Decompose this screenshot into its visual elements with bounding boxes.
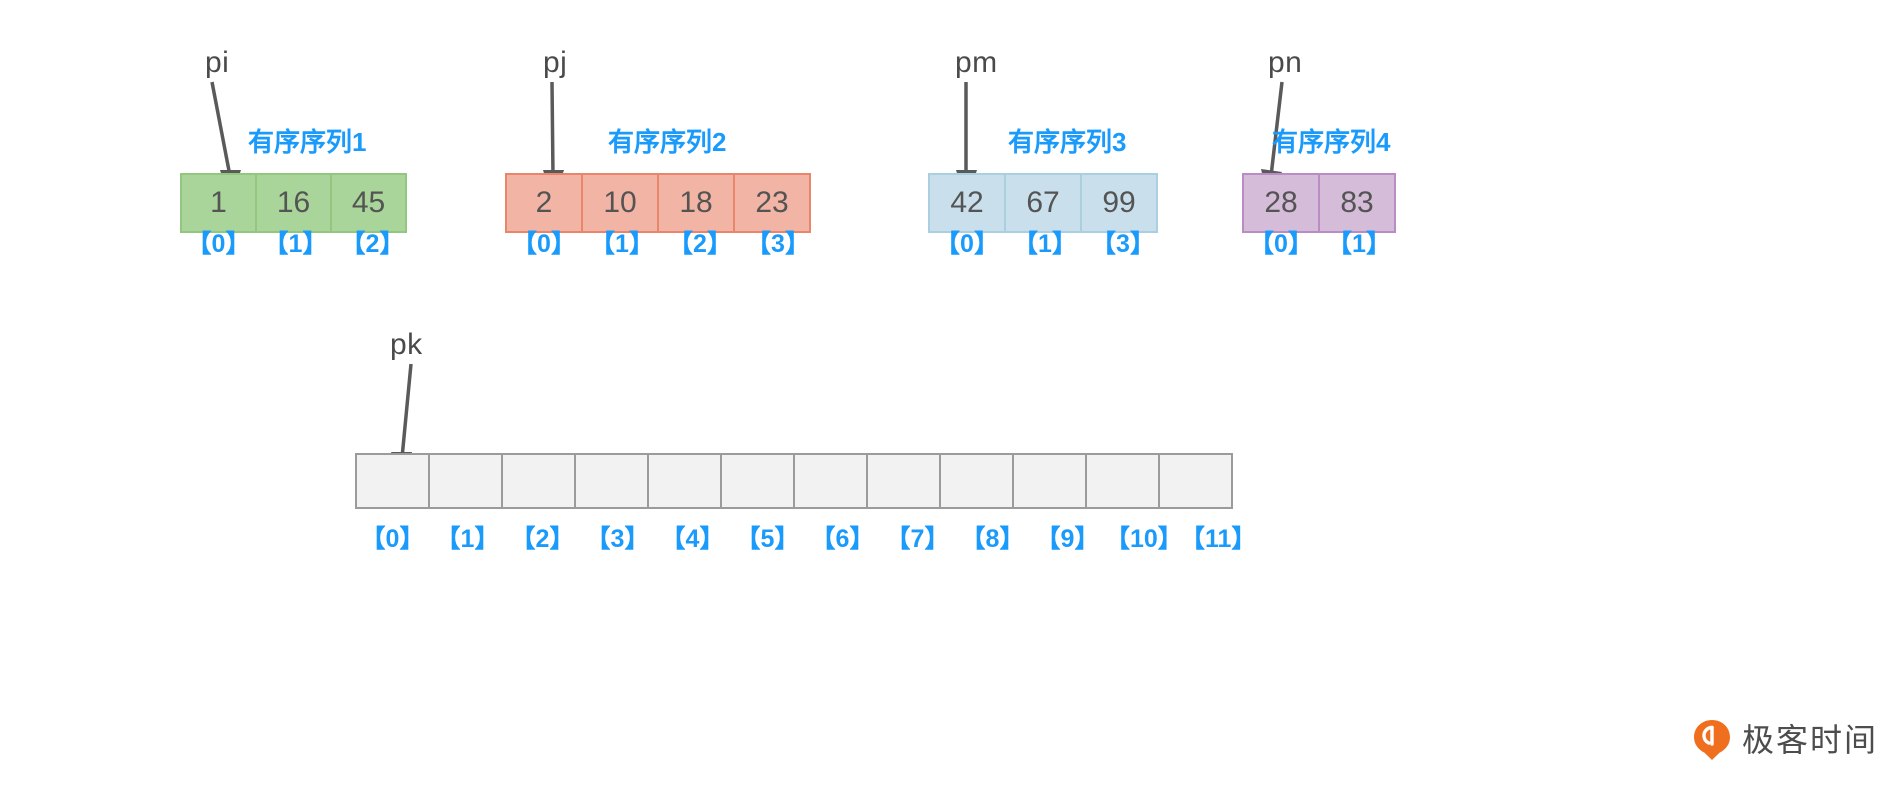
sequence-array-3: 42 67 99 bbox=[928, 173, 1158, 233]
sequence-title-4: 有序序列4 bbox=[1272, 127, 1391, 157]
index-label: 【1】 bbox=[1013, 230, 1077, 258]
index-row-3: 【0】 【1】 【3】 bbox=[928, 232, 1162, 257]
array-cell: 10 bbox=[581, 173, 659, 233]
index-label: 【1】 bbox=[590, 230, 654, 258]
index-label: 【9】 bbox=[1035, 525, 1100, 553]
array-cell: 23 bbox=[733, 173, 811, 233]
index-row-1: 【0】 【1】 【2】 bbox=[180, 232, 411, 257]
result-cell bbox=[939, 453, 1014, 509]
sequence-array-4: 28 83 bbox=[1242, 173, 1396, 233]
index-label: 【0】 bbox=[1249, 230, 1313, 258]
pointer-label-pk: pk bbox=[390, 328, 423, 361]
result-cell bbox=[866, 453, 941, 509]
result-cell bbox=[355, 453, 430, 509]
sequence-title-3: 有序序列3 bbox=[1008, 127, 1127, 157]
index-label: 【8】 bbox=[960, 525, 1025, 553]
sequence-array-1: 1 16 45 bbox=[180, 173, 407, 233]
index-label: 【3】 bbox=[1091, 230, 1155, 258]
result-cell bbox=[1012, 453, 1087, 509]
index-label: 【1】 bbox=[263, 230, 328, 258]
result-cell bbox=[720, 453, 795, 509]
array-cell: 28 bbox=[1242, 173, 1320, 233]
result-index-row: 【0】 【1】 【2】 【3】 【4】 【5】 【6】 【7】 【8】 【9】 … bbox=[355, 525, 1257, 553]
index-label: 【4】 bbox=[660, 525, 725, 553]
index-label: 【6】 bbox=[810, 525, 875, 553]
result-cell bbox=[428, 453, 503, 509]
index-label: 【1】 bbox=[435, 525, 500, 553]
array-cell: 18 bbox=[657, 173, 735, 233]
index-label: 【2】 bbox=[510, 525, 575, 553]
result-cell bbox=[1085, 453, 1160, 509]
geektime-logo-icon bbox=[1694, 720, 1730, 760]
sequence-title-2: 有序序列2 bbox=[608, 127, 727, 157]
result-cell bbox=[793, 453, 868, 509]
index-label: 【2】 bbox=[668, 230, 732, 258]
result-cell bbox=[647, 453, 722, 509]
index-label: 【1】 bbox=[1327, 230, 1391, 258]
pointer-label-pn: pn bbox=[1268, 46, 1303, 79]
index-label: 【3】 bbox=[746, 230, 810, 258]
index-row-2: 【0】 【1】 【2】 【3】 bbox=[505, 232, 817, 257]
index-label: 【0】 bbox=[935, 230, 999, 258]
pointer-label-pj: pj bbox=[543, 46, 568, 79]
index-label: 【3】 bbox=[585, 525, 650, 553]
index-label: 【11】 bbox=[1180, 525, 1257, 553]
pointer-label-pm: pm bbox=[955, 46, 998, 79]
array-cell: 45 bbox=[330, 173, 407, 233]
index-label: 【0】 bbox=[360, 525, 425, 553]
index-label: 【2】 bbox=[340, 230, 405, 258]
sequence-array-2: 2 10 18 23 bbox=[505, 173, 811, 233]
index-label: 【5】 bbox=[735, 525, 800, 553]
array-cell: 2 bbox=[505, 173, 583, 233]
array-cell: 42 bbox=[928, 173, 1006, 233]
array-cell: 99 bbox=[1080, 173, 1158, 233]
array-cell: 16 bbox=[255, 173, 332, 233]
index-row-4: 【0】 【1】 bbox=[1242, 232, 1398, 257]
index-label: 【0】 bbox=[186, 230, 251, 258]
sequence-title-1: 有序序列1 bbox=[248, 127, 367, 157]
pointer-label-pi: pi bbox=[205, 46, 230, 79]
array-cell: 83 bbox=[1318, 173, 1396, 233]
array-cell: 1 bbox=[180, 173, 257, 233]
result-cell bbox=[574, 453, 649, 509]
watermark-text: 极客时间 bbox=[1742, 722, 1879, 758]
index-label: 【10】 bbox=[1105, 525, 1183, 553]
array-cell: 67 bbox=[1004, 173, 1082, 233]
result-cell bbox=[501, 453, 576, 509]
index-label: 【7】 bbox=[885, 525, 950, 553]
index-label: 【0】 bbox=[512, 230, 576, 258]
result-array bbox=[355, 453, 1233, 509]
result-cell bbox=[1158, 453, 1233, 509]
watermark: 极客时间 bbox=[1692, 718, 1878, 762]
